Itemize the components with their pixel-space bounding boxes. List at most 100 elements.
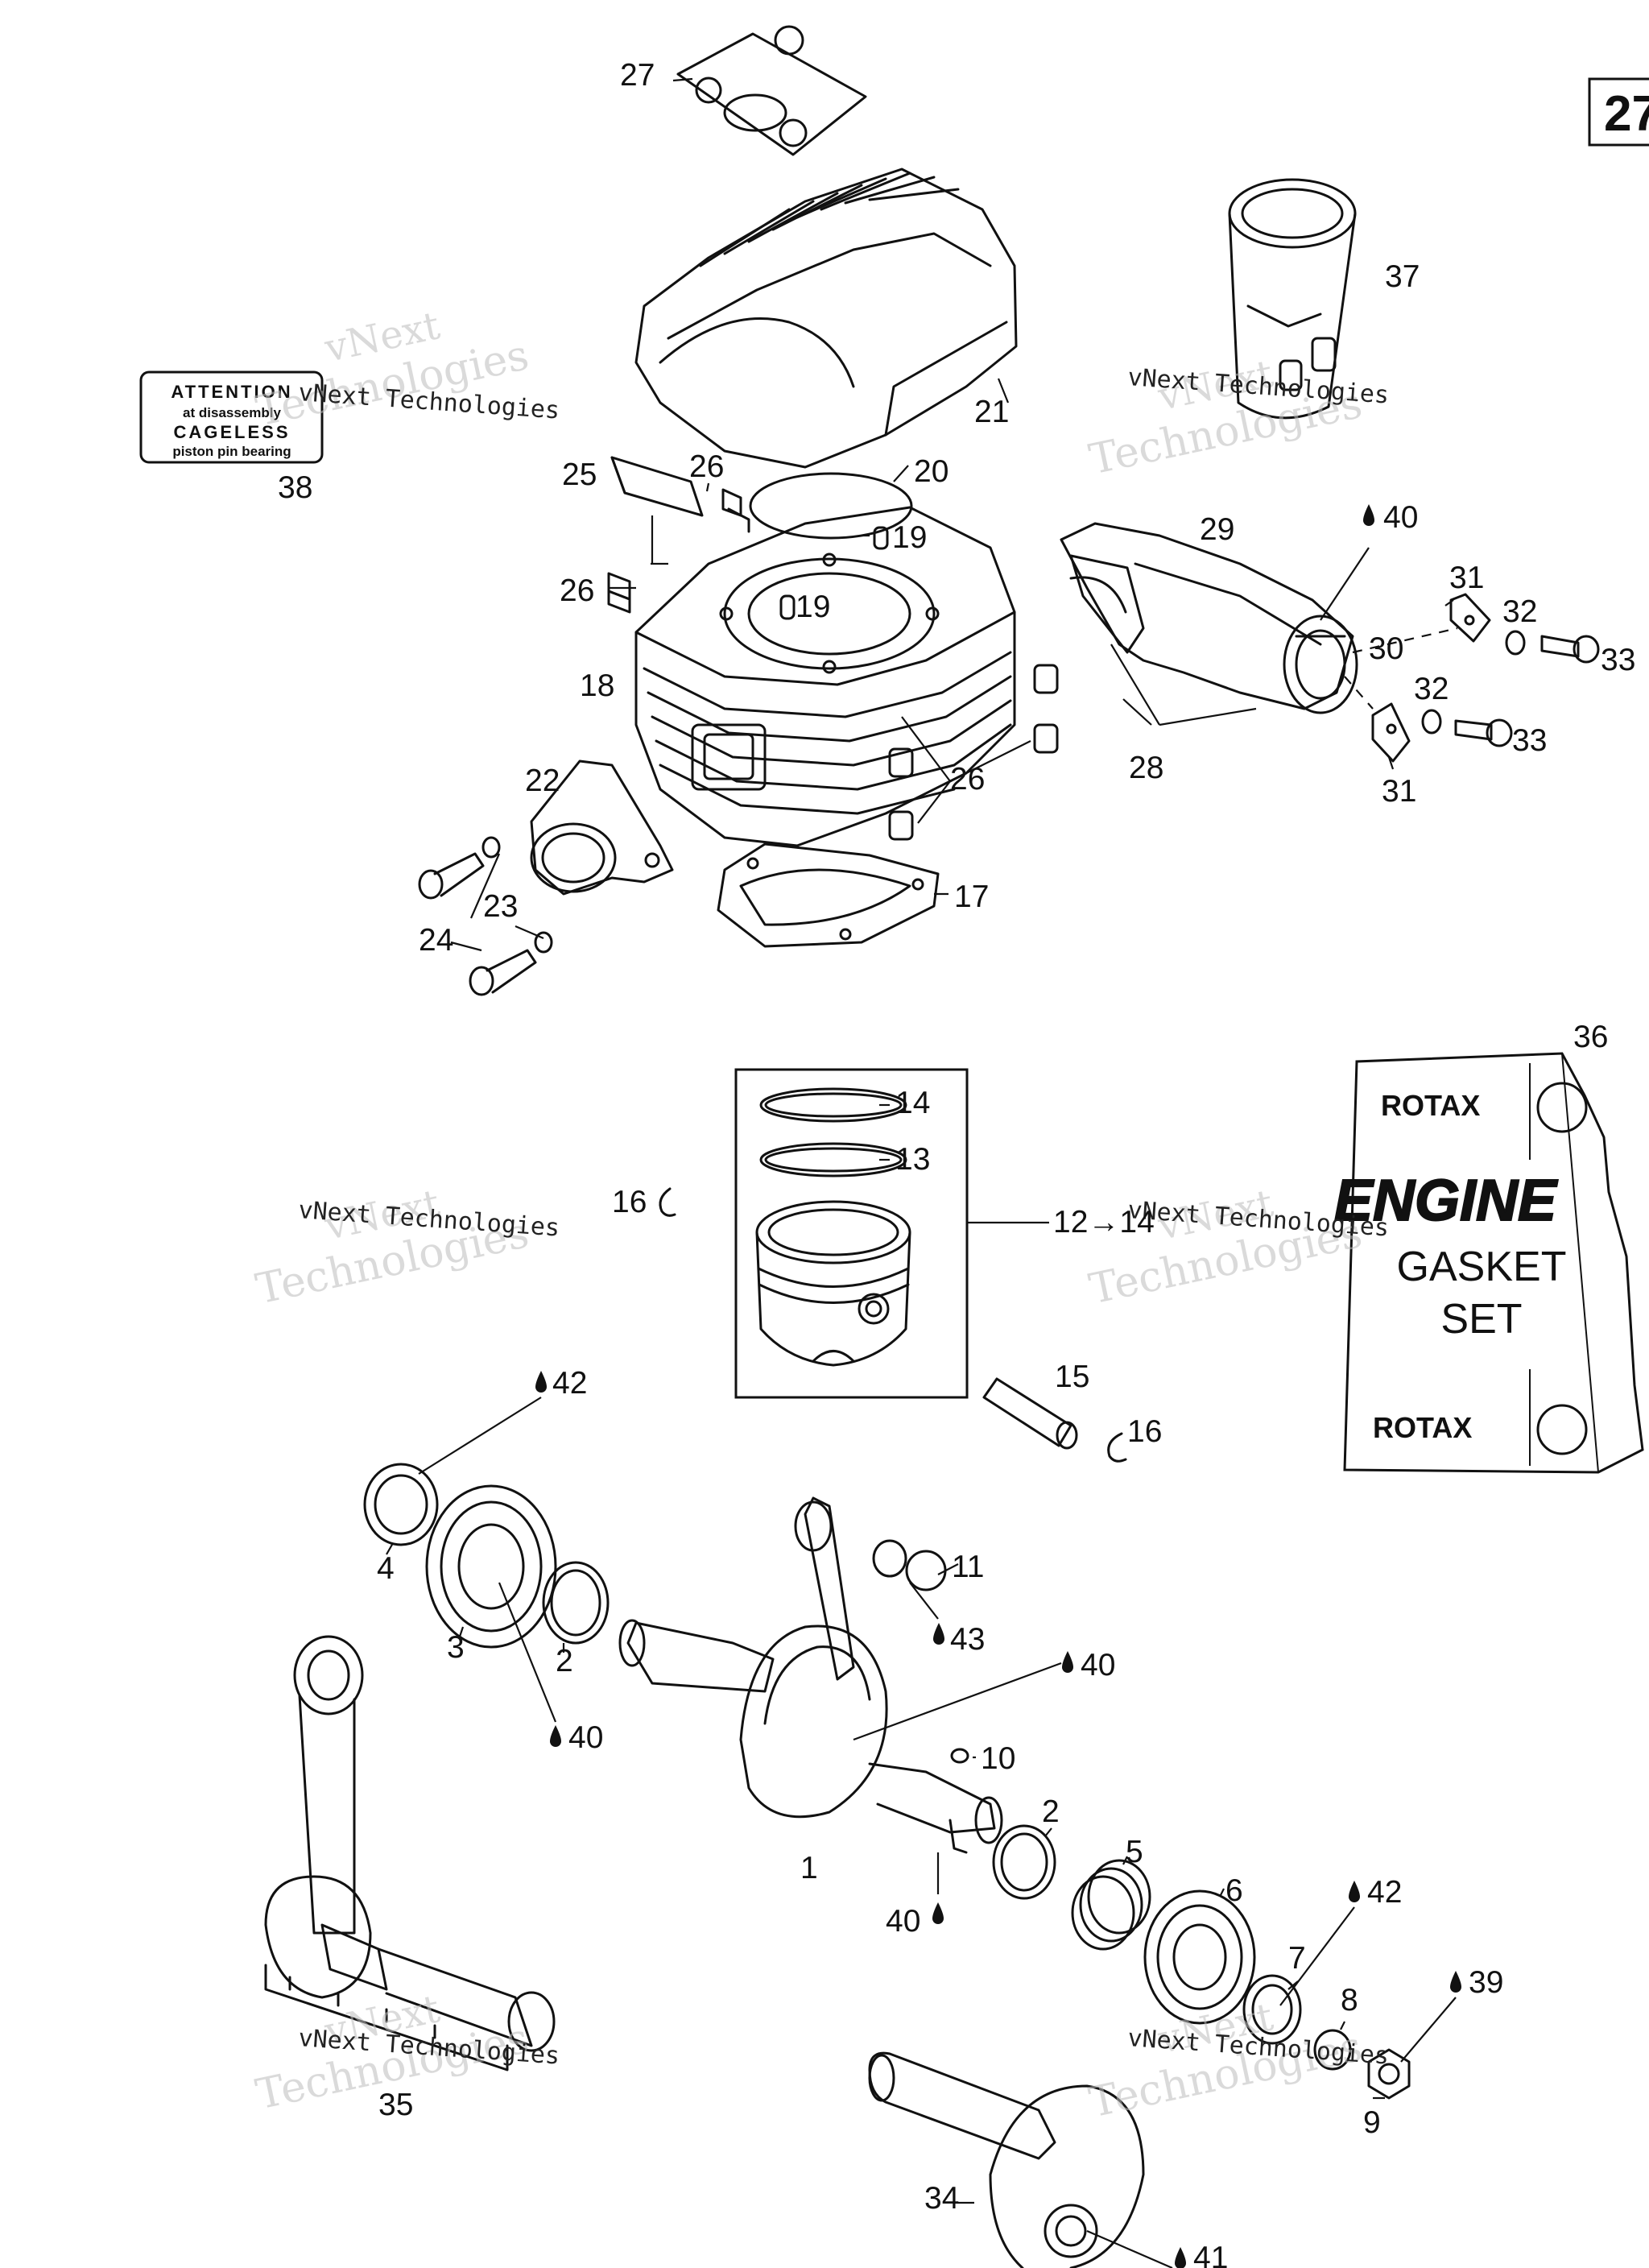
callout-numbers: 27 37 21 38 25 26 20 19 26 19 18 29 40 3…	[278, 58, 1635, 2268]
piston-part-12	[755, 1200, 911, 1367]
attention-line1: ATTENTION	[171, 382, 292, 402]
woodruff-key-part-10	[950, 1748, 969, 1764]
callout-16-right: 16	[1127, 1414, 1162, 1449]
screw-part-24	[418, 852, 537, 996]
callout-37: 37	[1385, 259, 1420, 294]
callout-32-top: 32	[1502, 594, 1537, 629]
oil-drop-icon	[1349, 1881, 1360, 1902]
oil-drop-icon	[550, 1725, 561, 1747]
piston-pin-part-15	[982, 1377, 1078, 1450]
piston-kit-frame	[734, 1068, 969, 1399]
clip-part-26-left	[607, 572, 631, 614]
piston-ring-part-14	[759, 1087, 907, 1123]
leader-lines-piston	[879, 1103, 1049, 1224]
callout-25: 25	[562, 457, 597, 492]
nut-part-9	[1367, 2048, 1411, 2100]
callout-41: 41	[1193, 2241, 1228, 2268]
oil-drop-icon	[1450, 1971, 1461, 1993]
callout-19-top: 19	[892, 520, 927, 555]
dowel-pin-part-19a	[873, 526, 889, 550]
gasket-set-brand-bottom: ROTAX	[1373, 1411, 1472, 1444]
callout-20: 20	[914, 454, 948, 489]
crankshaft-part-34	[868, 2051, 1145, 2268]
callout-40-right: 40	[1081, 1648, 1115, 1682]
callout-38: 38	[278, 470, 312, 505]
gasket-set-brand-top: ROTAX	[1381, 1089, 1480, 1122]
callout-40-bottom: 40	[886, 1904, 920, 1939]
clip-part-26-top	[721, 488, 750, 533]
callout-1: 1	[800, 1851, 818, 1885]
connecting-rod-part-35	[264, 1635, 556, 2071]
oil-drop-icon	[535, 1371, 547, 1393]
leader-lines-top	[450, 77, 1458, 952]
callout-24: 24	[419, 923, 453, 958]
ball-bearing-part-6	[1143, 1889, 1256, 2025]
callout-15: 15	[1055, 1360, 1089, 1394]
callout-42-right: 42	[1367, 1875, 1402, 1910]
oil-drop-icon	[1175, 2247, 1186, 2268]
callout-31-top: 31	[1449, 561, 1484, 595]
piston-ring-part-13	[759, 1142, 907, 1177]
callout-34: 34	[924, 2181, 959, 2216]
callout-31-bottom: 31	[1382, 774, 1416, 809]
lock-washer-part-8	[1313, 2029, 1352, 2071]
brp-logo-icon-top	[1536, 1082, 1588, 1133]
oil-drop-icons	[535, 504, 1461, 2268]
oil-drop-icon	[1062, 1651, 1073, 1673]
callout-23: 23	[483, 889, 518, 924]
spring-part-5	[1071, 1859, 1151, 1951]
callout-12-14: 12→14	[1053, 1205, 1155, 1240]
callout-9: 9	[1363, 2105, 1381, 2140]
callout-2-left: 2	[556, 1644, 573, 1678]
circlip-part-16-left	[659, 1187, 676, 1217]
callout-40-top: 40	[1383, 500, 1418, 535]
callout-29: 29	[1200, 512, 1234, 547]
exhaust-socket-part-30	[1283, 615, 1358, 714]
base-gasket-part-17	[717, 842, 940, 948]
callout-13: 13	[895, 1142, 930, 1177]
shim-part-2-right	[992, 1824, 1056, 1900]
callout-8: 8	[1341, 1983, 1358, 2018]
o-ring-part-20	[749, 472, 913, 540]
needle-bearing-part-11	[872, 1539, 947, 1591]
clip-part-26-group	[888, 664, 1059, 841]
cylinder-head-part-21	[634, 168, 1018, 469]
callout-5: 5	[1126, 1835, 1143, 1869]
callout-35: 35	[378, 2088, 413, 2122]
callout-6: 6	[1225, 1873, 1243, 1908]
spring-part-31-bottom	[1371, 702, 1411, 763]
callout-10: 10	[981, 1741, 1015, 1776]
gasket-set-title-line3: SET	[1440, 1296, 1522, 1343]
callout-26-top: 26	[689, 449, 724, 484]
callout-26-right: 26	[950, 762, 985, 797]
leader-lines-lower	[386, 1397, 1457, 2268]
oil-seal-part-7	[1242, 1974, 1302, 2045]
screw-part-33-bottom	[1454, 718, 1513, 747]
circlip-part-16-right	[1107, 1432, 1127, 1463]
callout-22: 22	[525, 764, 560, 798]
callout-3: 3	[447, 1630, 465, 1665]
ball-bearing-part-3	[425, 1484, 557, 1649]
cylinder-part-18	[634, 506, 1016, 847]
insert-part-25	[610, 456, 704, 517]
oil-drop-icon	[1363, 504, 1374, 526]
callout-18: 18	[580, 668, 614, 703]
brp-logo-icon-bottom	[1536, 1404, 1588, 1455]
callout-4: 4	[377, 1551, 395, 1586]
washer-part-23	[481, 836, 553, 954]
callout-14: 14	[895, 1086, 930, 1120]
exhaust-manifold-part-29	[1060, 522, 1354, 710]
shim-part-2-left	[542, 1561, 610, 1645]
callout-7: 7	[1288, 1941, 1306, 1976]
attention-line3: CAGELESS	[173, 422, 290, 442]
callout-30: 30	[1369, 631, 1403, 666]
callout-43: 43	[950, 1622, 985, 1657]
gasket-set-title-line2: GASKET	[1397, 1244, 1567, 1290]
callout-27: 27	[620, 58, 655, 93]
callout-21: 21	[974, 395, 1009, 429]
gasket-set-title-line1: ENGINE	[1334, 1169, 1558, 1233]
intake-flange-part-22	[530, 759, 674, 896]
oil-drop-icon	[933, 1623, 944, 1645]
callout-17: 17	[954, 879, 989, 914]
page-tab: 27	[1588, 77, 1649, 147]
